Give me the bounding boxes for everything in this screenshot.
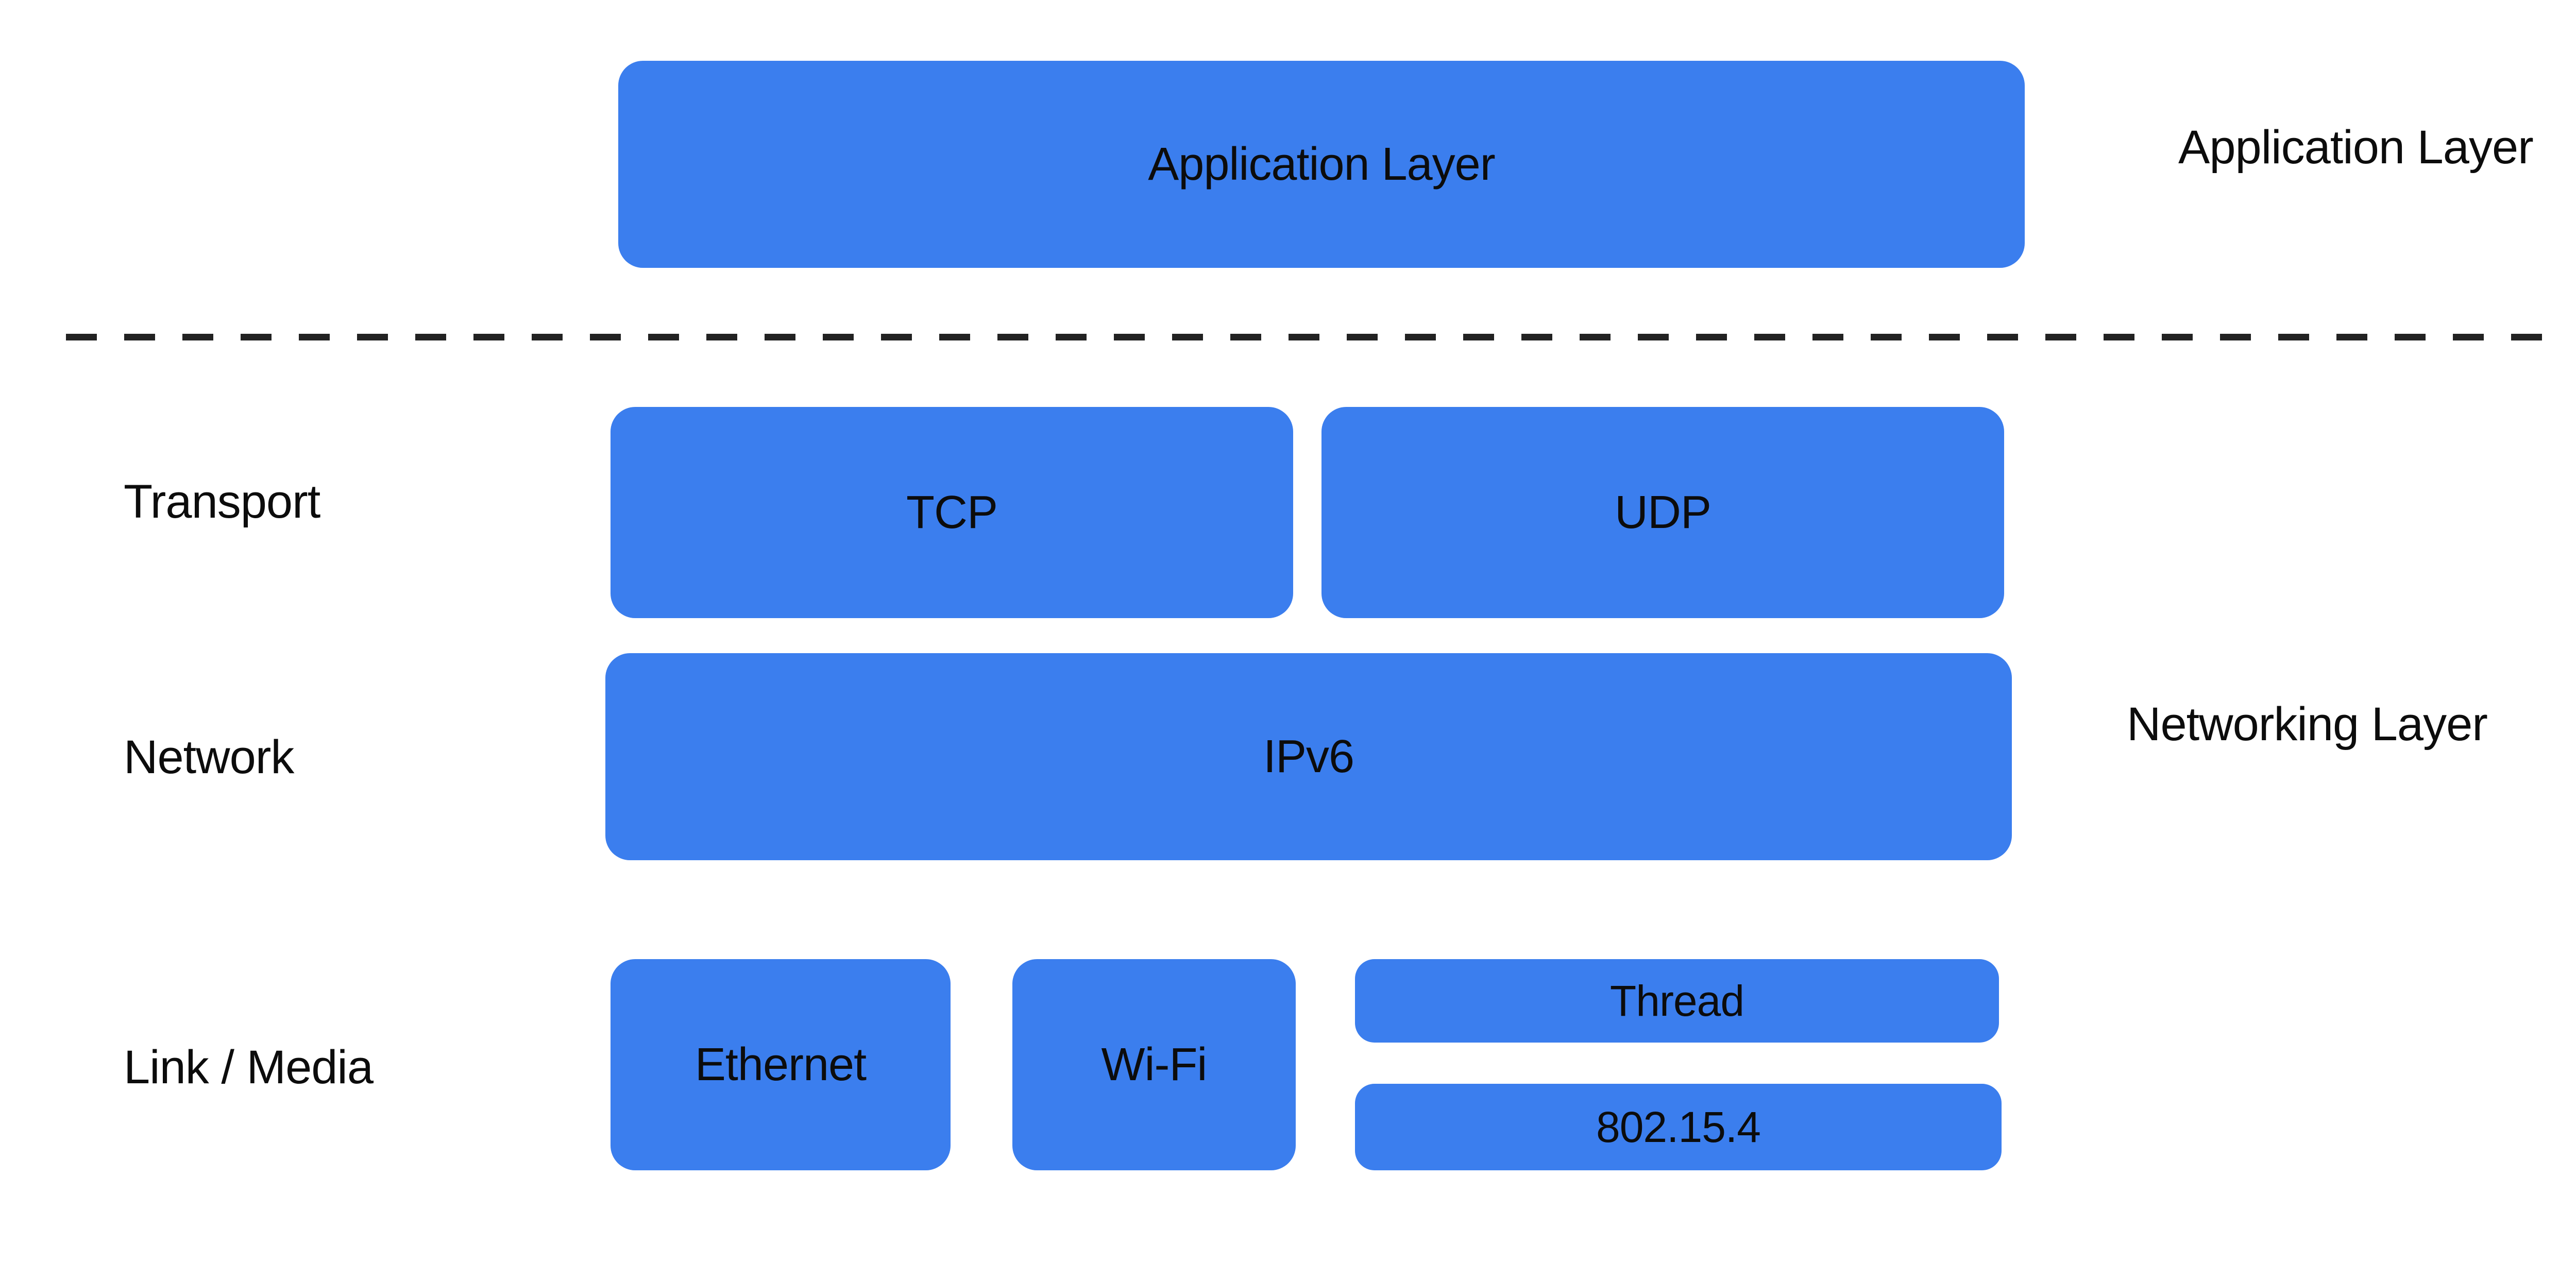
application-layer-box: Application Layer (618, 61, 2025, 268)
application-layer-side-label: Application Layer (2178, 121, 2534, 174)
networking-layer-side-label: Networking Layer (2127, 698, 2488, 751)
link-media-row-label: Link / Media (124, 1041, 374, 1094)
transport-row-label: Transport (124, 475, 320, 528)
ieee-802-15-4-box: 802.15.4 (1355, 1084, 2002, 1170)
udp-box: UDP (1321, 407, 2004, 618)
ipv6-box: IPv6 (605, 653, 2012, 860)
ethernet-box: Ethernet (611, 959, 951, 1170)
layer-divider-dashed-line (66, 334, 2568, 340)
network-row-label: Network (124, 731, 294, 783)
wifi-box: Wi-Fi (1012, 959, 1296, 1170)
thread-box: Thread (1355, 959, 1999, 1043)
tcp-box: TCP (611, 407, 1293, 618)
